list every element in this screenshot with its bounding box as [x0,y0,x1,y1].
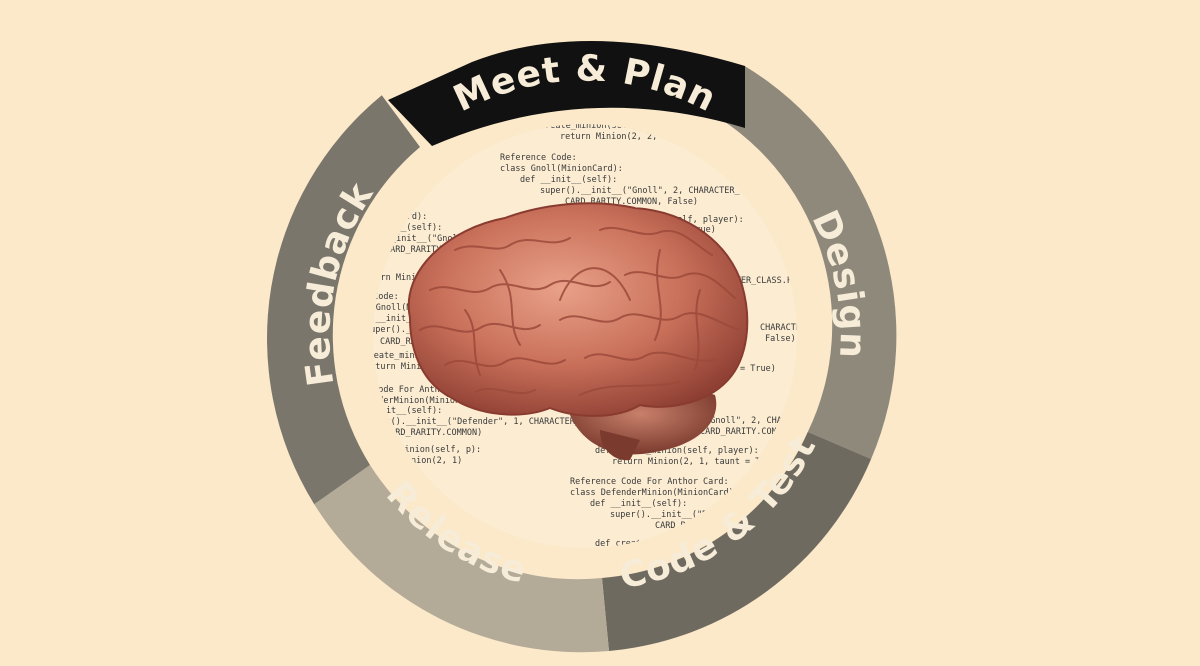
segment-design[interactable] [701,66,897,459]
code-line: Reference Code: [500,153,577,163]
segment-meet-plan[interactable] [388,40,745,146]
code-line: create_minion(self, p): [540,121,658,131]
code-line: def __init__(self): [590,499,687,509]
brain-illustration [407,202,749,461]
code-line: ("Gnoll", 2, CHARACTER_CLASS.ALL, [700,416,869,426]
code-line: CHARACTER_CLASS.PALADIN, [705,276,828,286]
code-line: super().__init__("Gnoll", 2, CHARACTER_C… [540,186,791,196]
code-line: class DefenderMinion(MinionCard): [322,396,491,406]
code-line: class DefenderMinion(MinionCard): [570,488,739,498]
code-line: def __init__(self): [345,406,442,416]
code-line: def __init__(self): [520,175,617,185]
code-line: CARD_RARITY.COMMON, [385,245,482,255]
code-line: super().__init__("Defender", 1, CHARACTE… [365,417,611,427]
code-line: return Minion(2, 2, taunt [560,132,688,142]
code-line: class Gnoll(MinionCard): [500,164,623,174]
code-line: return Minion(2, 1, taunt = True) [612,457,781,467]
code-line: def __init__(self): [345,223,442,233]
code-line: CARD_RARITY.COMMON, False) [565,197,698,207]
code-line: def create_minion(self, p): [343,445,481,455]
code-line: return Minion( [360,273,432,283]
code-line: return Minion(2, 2, [365,362,462,372]
ring [267,40,897,653]
code-line: CARD_RARITY.COMMON, False) [700,427,833,437]
segment-code-test[interactable] [602,431,872,651]
code-line: = True) [740,364,776,374]
code-line: Reference Code For Anthor Card: [322,385,481,395]
code-line: False) [765,334,796,344]
segment-release[interactable] [314,465,609,653]
code-line: Reference Code: [322,292,399,302]
code-line: CHARACTER_CLASS.ALL, [760,323,862,333]
code-line: def create_minion(self, player): [595,446,759,456]
code-line: return Minion(2, 1) [365,456,462,466]
segment-feedback[interactable] [267,95,420,505]
code-line: Reference Code For Anthor Card: [570,477,729,487]
code-line: CARD_RARITY.COMMON) [385,428,482,438]
